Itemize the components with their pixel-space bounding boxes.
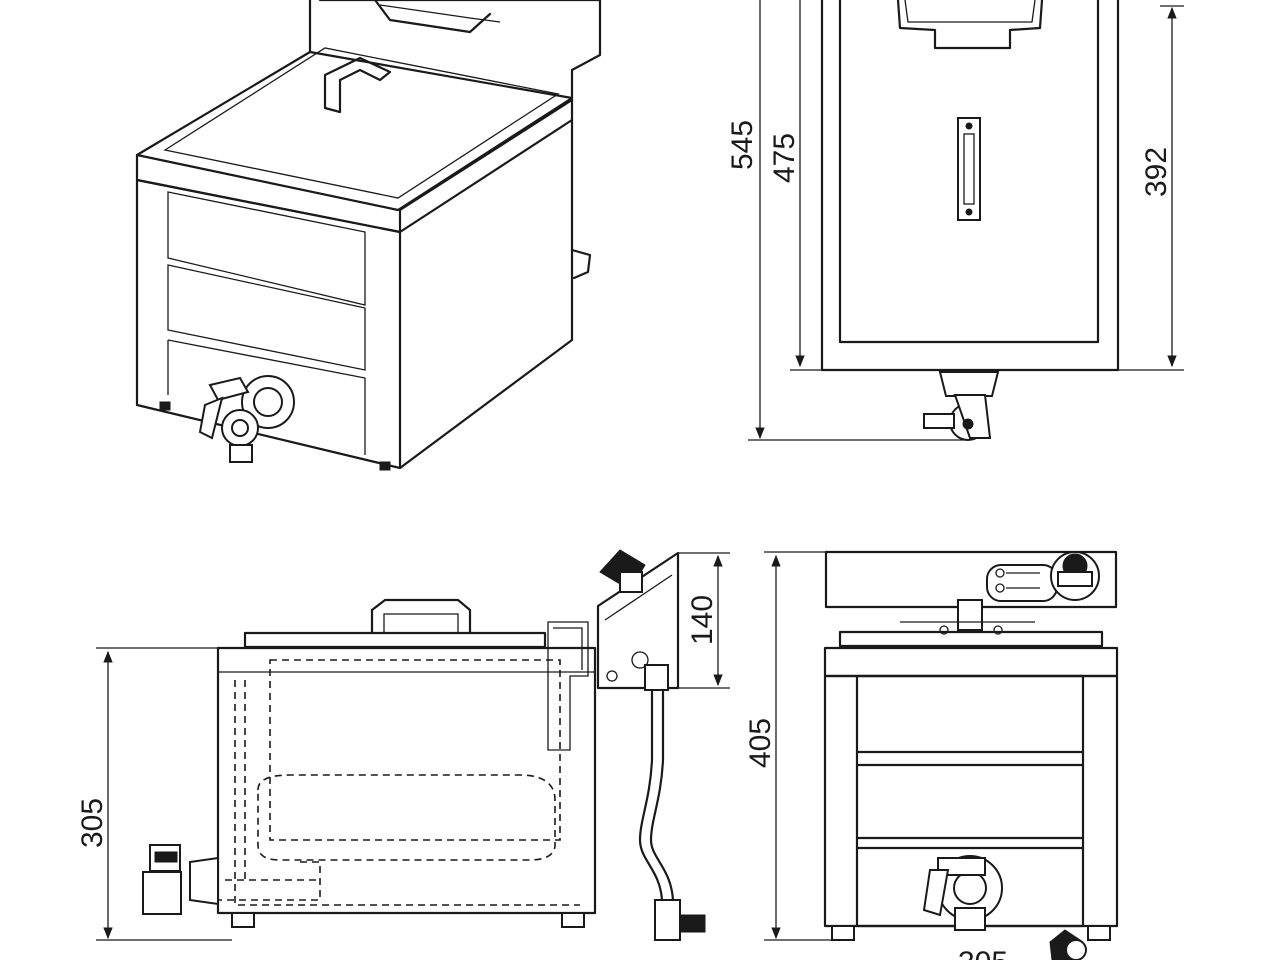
- iso-right-face: [398, 98, 574, 470]
- front-lid: [838, 630, 1104, 648]
- side-lid-handle: [370, 598, 472, 635]
- top-tank-frame: [838, 0, 1100, 344]
- front-drain-tap: [922, 855, 1003, 931]
- top-view: 545 475 392: [726, 0, 1184, 441]
- side-knob: [599, 549, 646, 593]
- top-drain-tap: [923, 371, 1000, 441]
- dim-305-label: 305: [76, 798, 109, 848]
- top-outer-frame: [820, 0, 1120, 372]
- dim-545-label: 545: [726, 120, 759, 170]
- side-view: 305 140: [76, 549, 730, 941]
- front-view: 405 305: [744, 550, 1119, 960]
- side-drain-tap: [142, 844, 219, 915]
- power-cord: [638, 688, 664, 902]
- iso-drain-tap: [198, 375, 295, 463]
- dim-305-front-label: 305: [958, 946, 1008, 960]
- dim-140-label: 140: [686, 595, 719, 645]
- top-basket-handle: [896, 0, 1044, 50]
- side-body: [216, 646, 597, 915]
- dim-392-label: 392: [1140, 147, 1173, 197]
- front-thermostat-knob: [1050, 551, 1100, 601]
- dim-475-label: 475: [768, 133, 801, 183]
- isometric-view: [135, 0, 602, 471]
- front-power-plug: [1049, 929, 1087, 960]
- iso-lid-handle: [323, 56, 392, 114]
- iso-lid: [135, 50, 574, 212]
- dim-405-label: 405: [744, 718, 777, 768]
- power-plug: [654, 899, 681, 941]
- top-lid-handle: [957, 117, 981, 221]
- side-lid: [243, 631, 547, 649]
